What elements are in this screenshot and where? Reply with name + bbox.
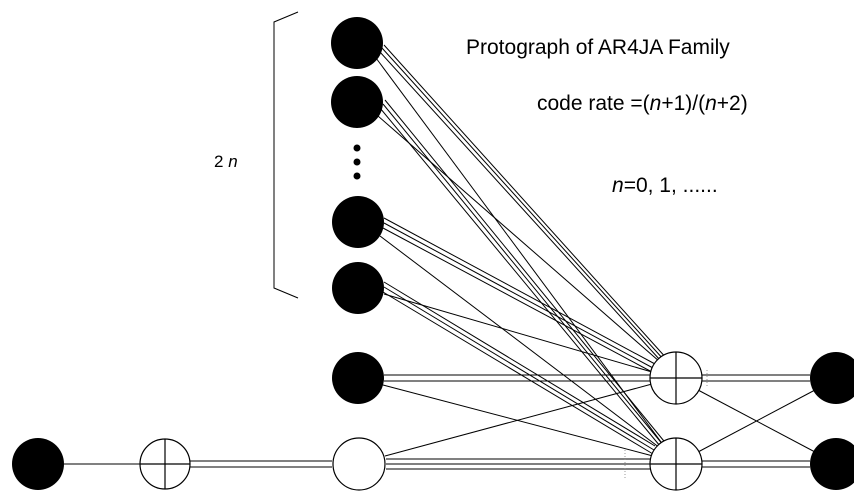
edge-v4-to-check-low-b	[383, 286, 655, 451]
bracket-count-label: 2 n	[214, 152, 238, 171]
variable-node-1	[331, 17, 383, 69]
variable-node-right-bottom	[810, 438, 854, 490]
variable-node-4	[332, 262, 384, 314]
punctured-variable-node	[332, 437, 386, 491]
check-node-upper	[649, 351, 703, 405]
edge-check-low-to-v-right-up	[697, 389, 816, 453]
edge-v3-to-check-up-b	[383, 222, 654, 369]
variable-node-2	[331, 76, 383, 128]
edge-v3-to-check-up-c	[382, 227, 653, 373]
code-rate-formula: code rate =(n+1)/(n+2)	[537, 92, 748, 115]
edge-v2-to-check-low-c	[384, 99, 669, 447]
edge-v1-to-check-up-b	[381, 47, 665, 361]
edge-v2-to-check-up	[377, 115, 661, 363]
edge-v3-to-check-low	[379, 235, 661, 449]
n-values-label: n=0, 1, ......	[612, 174, 718, 197]
variable-node-right-top	[810, 352, 854, 404]
edge-v-deg2-to-check-low	[382, 384, 654, 457]
protograph-edges	[38, 44, 816, 470]
edge-v2-to-check-low-b	[382, 103, 665, 447]
variable-node-degree2	[332, 352, 384, 404]
diagram-title: Protograph of AR4JA Family	[466, 36, 730, 59]
variable-node-3	[332, 196, 384, 248]
edge-v1-to-check-low	[375, 57, 665, 447]
dotted-marks	[624, 370, 708, 480]
edge-v4-to-check-low-a	[383, 281, 656, 447]
check-node-left	[139, 438, 191, 490]
edge-v4-to-check-up	[383, 293, 653, 373]
group-bracket	[273, 11, 299, 299]
edge-v1-to-check-up-c	[383, 44, 669, 361]
edge-v3-to-check-up-a	[383, 217, 656, 365]
edge-v1-to-check-up-a	[379, 51, 661, 361]
variable-node-bottom-left	[12, 438, 64, 490]
check-node-lower	[649, 437, 703, 491]
edge-v2-to-check-low-a	[379, 107, 661, 447]
edge-v4-to-check-low-c	[382, 291, 654, 455]
edge-v-white-to-check-up	[384, 383, 653, 457]
vertical-dots-icon	[353, 144, 361, 180]
